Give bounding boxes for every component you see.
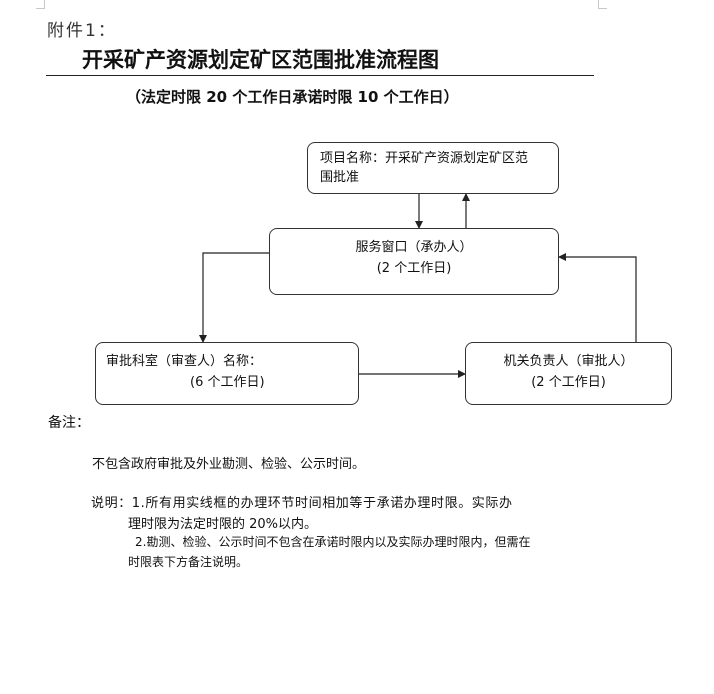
title-underline [46,75,594,76]
explanation-2-line2: 时限表下方备注说明。 [128,555,249,569]
page-title: 开采矿产资源划定矿区范围批准流程图 [82,48,439,72]
node-project-line1: 项目名称：开采矿产资源划定矿区范 [320,151,529,166]
page-corner-mark-right [598,0,607,9]
node-service-line2: (2 个工作日) [376,261,452,276]
notes-text: 不包含政府审批及外业勘测、检验、公示时间。 [92,457,366,472]
node-review-department: 审批科室（审查人）名称： (6 个工作日) [95,342,359,405]
node-service-window: 服务窗口（承办人） (2 个工作日) [269,228,559,295]
node-service-line1: 服务窗口（承办人） [355,240,473,255]
appendix-label: 附件1： [47,21,117,41]
explanation-2-line1: 2.勘测、检验、公示时间不包含在承诺时限内以及实际办理时限内，但需在 [135,535,531,549]
page-subtitle: （法定时限 20 个工作日承诺时限 10 个工作日） [126,88,459,106]
node-project-name: 项目名称：开采矿产资源划定矿区范 围批准 [307,142,559,194]
explanation-1-line2: 理时限为法定时限的 20%以内。 [128,517,318,532]
node-project-line2: 围批准 [320,170,360,185]
page-corner-mark-left [36,0,45,9]
explanation-1-line1: 说明：1.所有用实线框的办理环节时间相加等于承诺办理时限。实际办 [91,496,513,511]
node-review-line2: (6 个工作日) [190,375,265,390]
node-authority-head: 机关负责人（审批人） (2 个工作日) [465,342,672,405]
notes-label: 备注： [48,415,90,431]
arrow-service-to-review [199,252,269,343]
arrow-approve-to-service [558,253,637,342]
node-approve-line1: 机关负责人（审批人） [503,354,634,369]
node-review-line1: 审批科室（审查人）名称： [106,354,263,369]
node-approve-line2: (2 个工作日) [531,375,606,390]
